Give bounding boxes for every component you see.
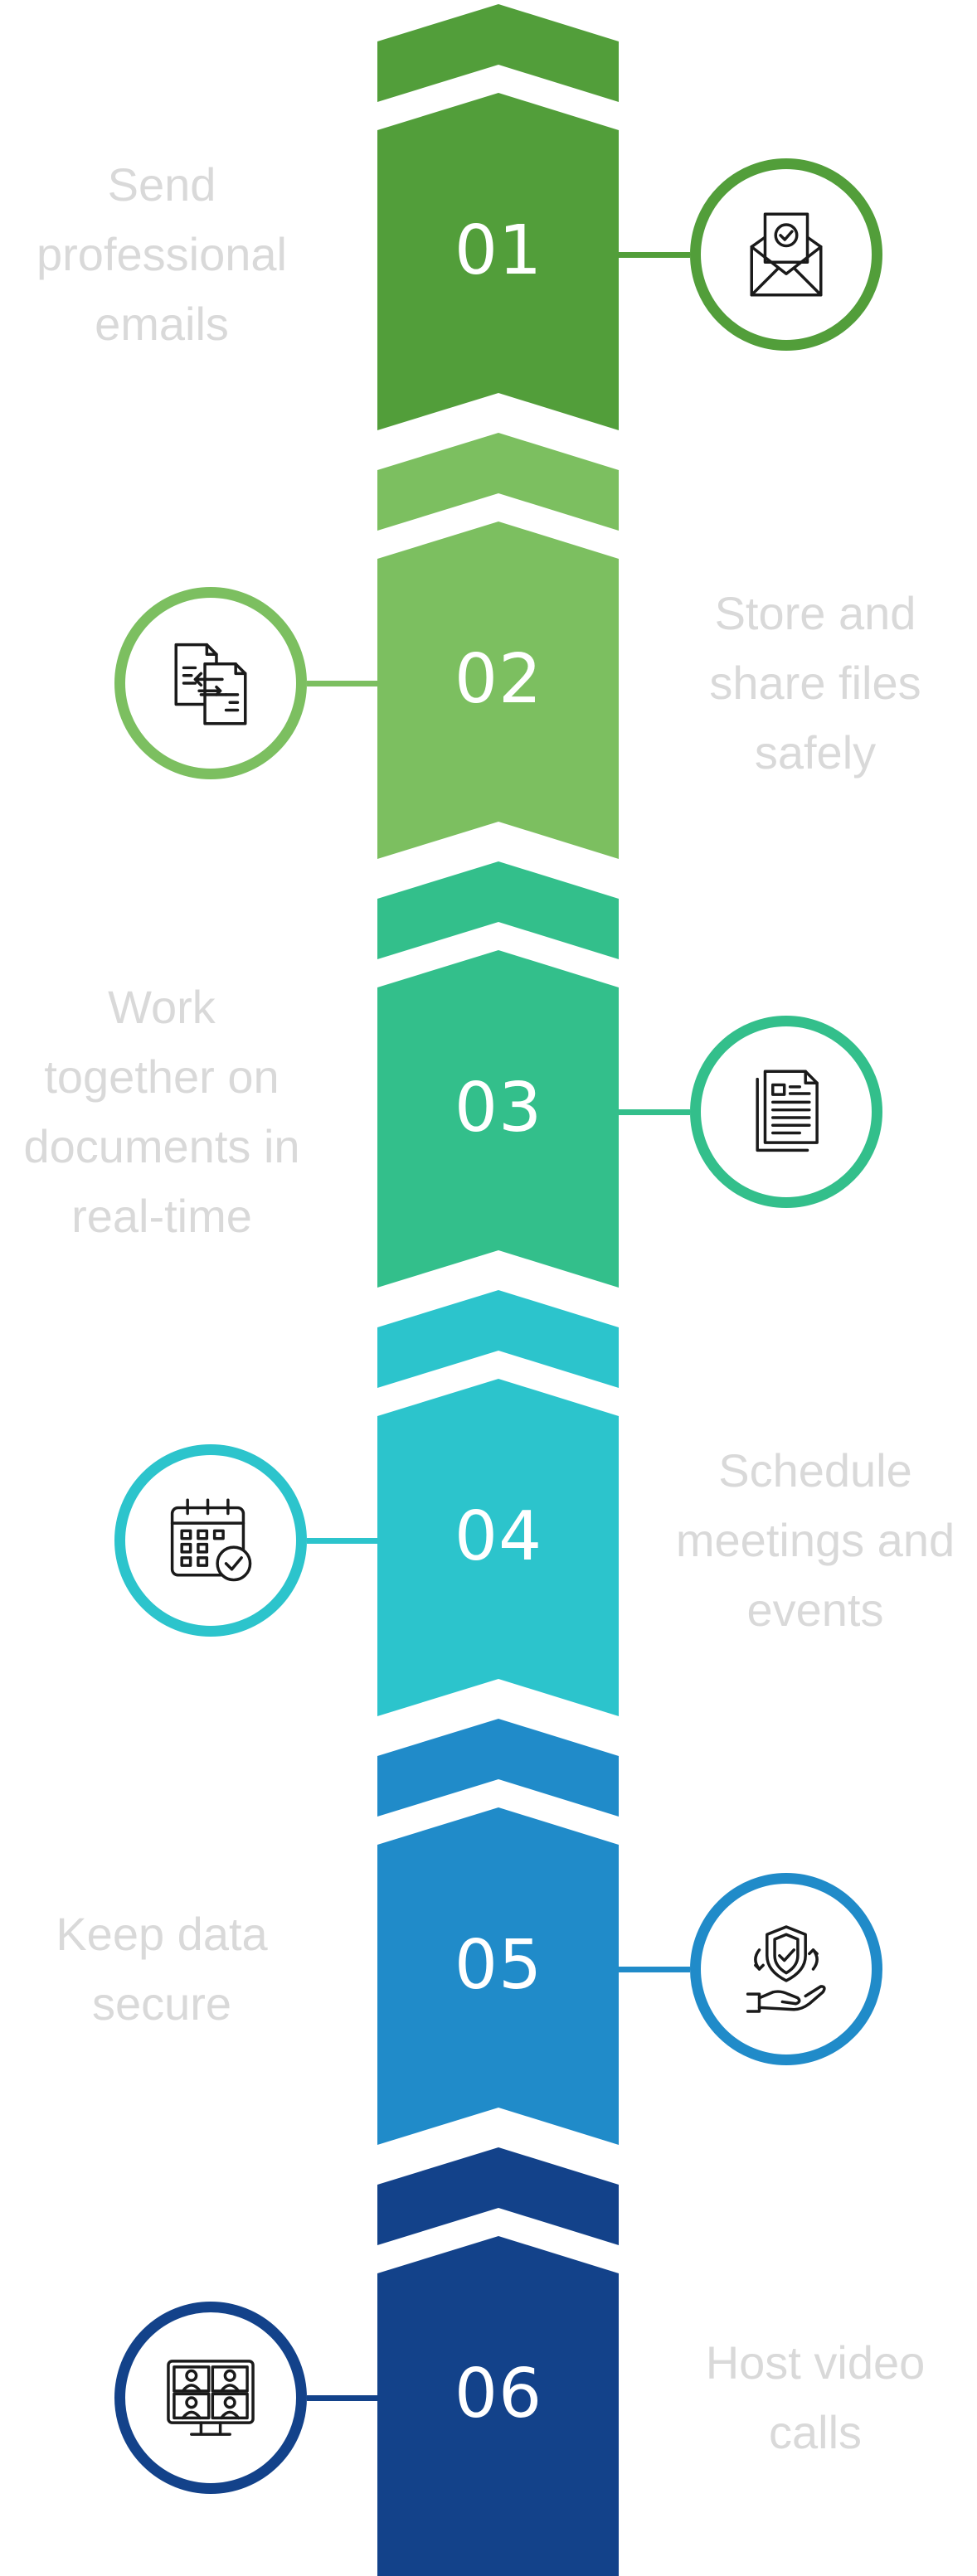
video-call-icon bbox=[167, 2360, 255, 2436]
chevron-block bbox=[377, 522, 619, 859]
step-connector bbox=[619, 1109, 690, 1115]
step-icon-badge bbox=[690, 1016, 882, 1208]
step-icon-badge bbox=[690, 158, 882, 351]
chevron-band bbox=[377, 861, 619, 959]
step-connector bbox=[307, 2395, 377, 2401]
step-label: Send professional emails bbox=[36, 158, 287, 350]
step-connector bbox=[619, 1967, 690, 1972]
chevron-band bbox=[377, 1719, 619, 1817]
documents-icon bbox=[756, 1070, 819, 1152]
chevron-block bbox=[377, 1807, 619, 2145]
shield-hand-icon bbox=[746, 1925, 826, 2013]
chevron-block bbox=[377, 93, 619, 430]
chevron-band bbox=[377, 1290, 619, 1388]
file-transfer-icon bbox=[174, 643, 247, 725]
step-number: 02 bbox=[454, 640, 543, 719]
chevron-block bbox=[377, 2236, 619, 2576]
chevron-block bbox=[377, 950, 619, 1288]
step-number: 06 bbox=[454, 2355, 543, 2433]
chevron-band bbox=[377, 433, 619, 531]
step-connector bbox=[307, 681, 377, 686]
step-icon-badge bbox=[114, 587, 307, 779]
step-label: Schedule meetings and events bbox=[675, 1444, 955, 1636]
calendar-check-icon bbox=[170, 1498, 252, 1582]
step-label: Host video calls bbox=[705, 2336, 926, 2458]
step-number: 05 bbox=[454, 1926, 543, 2005]
email-check-icon bbox=[750, 212, 823, 297]
step-number: 04 bbox=[454, 1497, 543, 1576]
step-icon-badge bbox=[114, 1444, 307, 1637]
step-label: Keep data secure bbox=[56, 1908, 268, 2030]
chevron-band bbox=[377, 2147, 619, 2245]
chevron-block bbox=[377, 1379, 619, 1716]
step-connector bbox=[619, 252, 690, 258]
step-label: Work together on documents in real-time bbox=[23, 981, 300, 1242]
chevron-band bbox=[377, 4, 619, 102]
step-icon-badge bbox=[114, 2302, 307, 2494]
step-icon-badge bbox=[690, 1873, 882, 2065]
step-connector bbox=[307, 1538, 377, 1544]
step-label: Store and share files safely bbox=[709, 587, 921, 779]
step-number: 03 bbox=[454, 1069, 543, 1147]
step-number: 01 bbox=[454, 211, 543, 290]
